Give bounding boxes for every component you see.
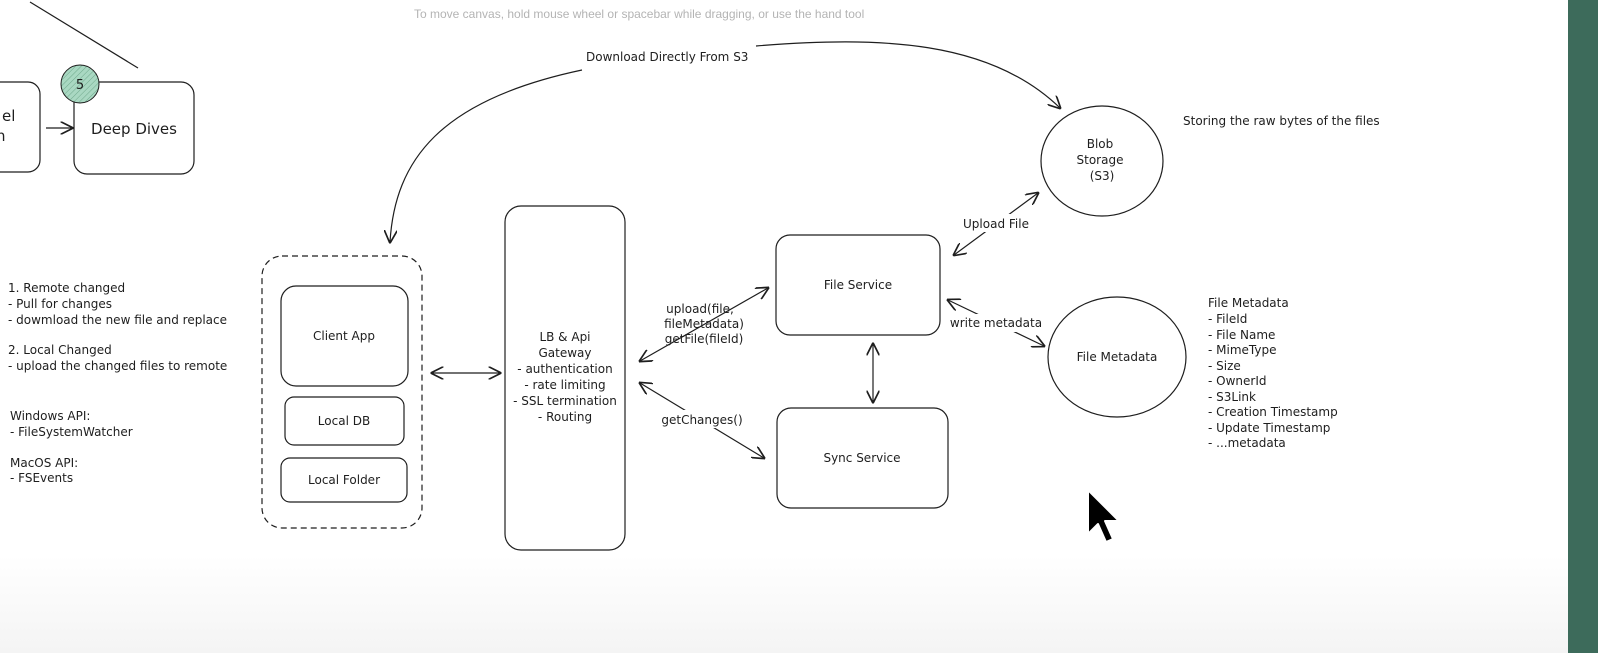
local-db-node[interactable] — [284, 396, 405, 446]
local-db-label: Local DB — [318, 414, 370, 428]
upload-api-line-1: upload(file, — [666, 302, 734, 316]
sync-step-line-3: - dowmload the new file and replace — [8, 313, 227, 327]
gateway-label-line-2: Gateway — [538, 346, 591, 360]
file-metadata-node[interactable]: File Metadata — [1047, 296, 1187, 418]
local-folder-label: Local Folder — [308, 473, 380, 487]
upload-api-line-3: getFile(fileId) — [665, 332, 744, 346]
mouse-cursor-icon — [1087, 489, 1120, 543]
canvas-footer-shade — [0, 555, 1568, 653]
metadata-field-line-7: - S3Link — [1208, 390, 1256, 404]
client-app-label: Client App — [313, 329, 375, 343]
gateway-node[interactable]: LB & Api Gateway - authentication - rate… — [504, 205, 626, 551]
blob-storage-node[interactable]: Blob Storage (S3) — [1040, 105, 1164, 217]
metadata-field-line-8: - Creation Timestamp — [1208, 405, 1338, 419]
client-app-node[interactable] — [280, 285, 409, 387]
sync-service-node[interactable]: Sync Service — [776, 407, 949, 509]
canvas-hint: To move canvas, hold mouse wheel or spac… — [414, 7, 865, 21]
macos-api-note: MacOS API: - FSEvents — [10, 456, 78, 485]
upload-file-label-bg — [958, 214, 1036, 232]
step-badge-number: 5 — [76, 78, 84, 93]
windows-api-line-1: Windows API: — [10, 409, 90, 423]
file-service-node[interactable]: File Service — [775, 234, 941, 336]
blob-storage-label-line-3: (S3) — [1090, 169, 1115, 183]
sync-step-line-2: - Pull for changes — [8, 297, 112, 311]
gateway-label-line-1: LB & Api — [539, 330, 590, 344]
get-changes-label: getChanges() — [661, 413, 742, 427]
sync-step-line-5: 2. Local Changed — [8, 343, 112, 357]
get-changes-label-bg — [660, 410, 744, 428]
partial-node-label-line-2: n — [0, 127, 6, 145]
blob-storage-note: Storing the raw bytes of the files — [1183, 114, 1380, 128]
macos-api-line-1: MacOS API: — [10, 456, 78, 470]
sync-step-line-6: - upload the changed files to remote — [8, 359, 227, 373]
metadata-field-line-9: - Update Timestamp — [1208, 421, 1330, 435]
local-folder-node[interactable] — [280, 457, 408, 503]
metadata-field-line-10: - ...metadata — [1208, 436, 1286, 450]
blob-storage-label-line-1: Blob — [1087, 137, 1114, 151]
metadata-field-line-2: - FileId — [1208, 312, 1247, 326]
blob-storage-label-line-2: Storage — [1077, 153, 1124, 167]
gateway-label-line-3: - authentication — [517, 362, 612, 376]
partial-node-box[interactable]: el n — [0, 81, 41, 173]
write-metadata-label: write metadata — [950, 316, 1042, 330]
macos-api-line-2: - FSEvents — [10, 471, 73, 485]
gateway-label-line-5: - SSL termination — [513, 394, 617, 408]
metadata-field-line-4: - MimeType — [1208, 343, 1276, 357]
upload-api-label: upload(file, fileMetadata) getFile(fileI… — [664, 302, 744, 346]
write-metadata-label-bg — [946, 314, 1046, 332]
metadata-field-line-5: - Size — [1208, 359, 1241, 373]
file-service-label: File Service — [824, 278, 892, 292]
sync-step-line-1: 1. Remote changed — [8, 281, 125, 295]
download-arrow-to-client[interactable] — [390, 69, 583, 242]
download-arrow-to-blob[interactable] — [755, 41, 1060, 108]
connector-line[interactable] — [29, 1, 139, 69]
gateway-label-line-4: - rate limiting — [524, 378, 605, 392]
sync-steps-note: 1. Remote changed - Pull for changes - d… — [8, 281, 227, 373]
metadata-field-line-1: File Metadata — [1208, 296, 1289, 310]
download-direct-label: Download Directly From S3 — [586, 50, 748, 64]
metadata-fields-note: File Metadata - FileId - File Name - Mim… — [1208, 296, 1338, 450]
partial-node-label-line-1: el — [2, 107, 15, 125]
gateway-label-line-6: - Routing — [538, 410, 592, 424]
upload-api-line-2: fileMetadata) — [664, 317, 744, 331]
step-badge[interactable]: 5 — [60, 64, 100, 104]
upload-file-label: Upload File — [963, 217, 1029, 231]
metadata-field-line-6: - OwnerId — [1208, 374, 1266, 388]
windows-api-note: Windows API: - FileSystemWatcher — [10, 409, 133, 439]
windows-api-line-2: - FileSystemWatcher — [10, 425, 133, 439]
gateway-file-service-arrow[interactable] — [640, 288, 768, 361]
file-metadata-label: File Metadata — [1077, 350, 1158, 364]
metadata-field-line-3: - File Name — [1208, 328, 1275, 342]
sync-service-label: Sync Service — [823, 451, 900, 465]
deep-dives-label: Deep Dives — [91, 120, 177, 138]
window-edge-panel — [1568, 0, 1598, 653]
client-group[interactable]: Client App Local DB Local Folder — [261, 255, 423, 529]
deep-dives-node[interactable]: Deep Dives — [73, 81, 195, 175]
